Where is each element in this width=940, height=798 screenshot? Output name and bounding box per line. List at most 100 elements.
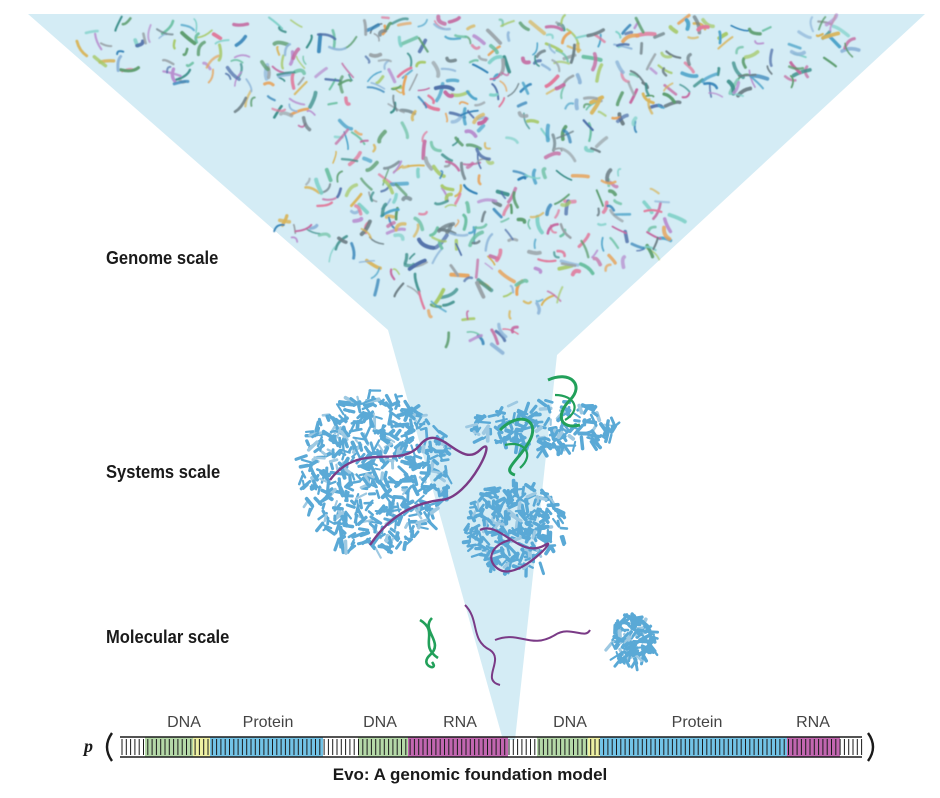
protein-helix	[525, 491, 537, 499]
protein-helix	[498, 503, 504, 514]
molecule-ribbon	[647, 225, 657, 233]
molecule-ribbon	[546, 223, 559, 235]
protein-helix	[524, 483, 537, 493]
protein-helix	[467, 545, 474, 553]
protein-helix	[444, 472, 453, 485]
protein-helix	[499, 524, 510, 538]
molecule-ribbon	[443, 90, 455, 98]
protein-helix	[508, 422, 514, 431]
molecule-ribbon	[392, 192, 398, 204]
protein-helix	[343, 395, 355, 404]
molecule-ribbon	[458, 101, 469, 105]
molecule-ribbon	[433, 23, 451, 31]
protein-helix	[481, 424, 491, 435]
molecule-ribbon	[587, 122, 592, 143]
molecule-ribbon	[185, 61, 194, 68]
molecule-ribbon	[463, 184, 478, 195]
molecule-ribbon	[506, 186, 518, 204]
protein-helix	[491, 554, 505, 561]
protein-helix	[505, 432, 513, 439]
dna-helix	[504, 393, 576, 469]
molecule-ribbon	[730, 24, 749, 32]
segment-rna	[787, 737, 840, 757]
molecule-ribbon	[601, 200, 609, 214]
molecule-ribbon	[447, 16, 461, 24]
molecule-ribbon	[701, 72, 718, 84]
protein-helix	[630, 612, 637, 625]
protein-helix	[341, 449, 351, 454]
protein-helix	[518, 549, 526, 564]
molecule-ribbon	[396, 66, 413, 78]
molecule-ribbon	[193, 18, 198, 34]
protein-helix	[308, 505, 315, 515]
molecule-ribbon	[207, 68, 215, 84]
protein-helix	[540, 513, 550, 524]
molecule-ribbon	[468, 230, 485, 248]
molecule-ribbon	[485, 28, 503, 45]
protein-helix	[534, 425, 543, 434]
molecule-ribbon	[620, 255, 627, 270]
molecule-ribbon	[787, 42, 802, 50]
segment-label-protein: Protein	[671, 714, 723, 731]
molecule-ribbon	[400, 121, 410, 140]
protein-helix	[302, 500, 309, 509]
segment-label-rna: RNA	[796, 714, 830, 731]
protein-helix	[504, 428, 515, 434]
protein-helix	[389, 433, 400, 441]
molecule-ribbon	[653, 32, 665, 39]
molecule-ribbon	[234, 34, 248, 47]
segment-protein	[210, 737, 323, 757]
molecule-ribbon	[427, 94, 436, 105]
molecule-ribbon	[829, 21, 834, 32]
molecule-ribbon	[545, 123, 550, 143]
molecule-ribbon	[502, 291, 513, 298]
molecule-ribbon	[560, 262, 577, 267]
molecule-ribbon	[317, 232, 331, 238]
molecule-ribbon	[815, 32, 824, 38]
molecule-ribbon	[278, 26, 287, 34]
protein-helix	[620, 619, 631, 626]
protein-helix	[401, 499, 415, 509]
protein-helix	[306, 440, 319, 452]
molecule-ribbon	[578, 262, 595, 276]
protein-helix	[492, 505, 502, 518]
molecule-ribbon	[480, 210, 487, 223]
molecule-ribbon	[615, 91, 624, 107]
molecule-ribbon	[403, 253, 409, 265]
molecule-ribbon	[498, 97, 506, 108]
molecule-ribbon	[663, 83, 678, 96]
molecule-ribbon	[359, 219, 372, 237]
molecule-ribbon	[324, 167, 333, 183]
molecule-ribbon	[645, 53, 657, 71]
protein-helix	[319, 439, 324, 452]
protein-helix	[433, 472, 443, 482]
molecule-ribbon	[455, 242, 463, 256]
protein-helix	[337, 400, 351, 406]
molecule-ribbon	[399, 35, 419, 46]
molecule-ribbon	[316, 201, 333, 208]
molecule-ribbon	[488, 92, 499, 97]
molecule-ribbon	[413, 216, 425, 232]
molecule-ribbon	[454, 192, 462, 205]
molecule-ribbon	[454, 136, 464, 147]
molecule-ribbon	[520, 56, 531, 65]
molecule-ribbon	[195, 29, 213, 39]
molecule-ribbon	[615, 113, 629, 124]
protein-helix	[350, 440, 357, 450]
molecule-ribbon	[377, 129, 387, 144]
molecule-ribbon	[627, 81, 636, 96]
molecule-ribbon	[468, 334, 483, 343]
molecule-ribbon	[314, 177, 324, 195]
protein-helix	[421, 474, 430, 482]
protein-helix	[429, 459, 435, 471]
protein-helix	[354, 402, 365, 406]
molecule-ribbon	[384, 214, 395, 219]
protein-helix	[523, 536, 531, 540]
molecule-ribbon	[535, 301, 541, 315]
protein-helix	[357, 404, 362, 414]
molecule-ribbon	[166, 65, 172, 74]
protein-helix	[494, 439, 503, 444]
molecule-ribbon	[337, 118, 354, 131]
molecule-ribbon	[475, 147, 491, 161]
molecule-ribbon	[749, 75, 764, 90]
